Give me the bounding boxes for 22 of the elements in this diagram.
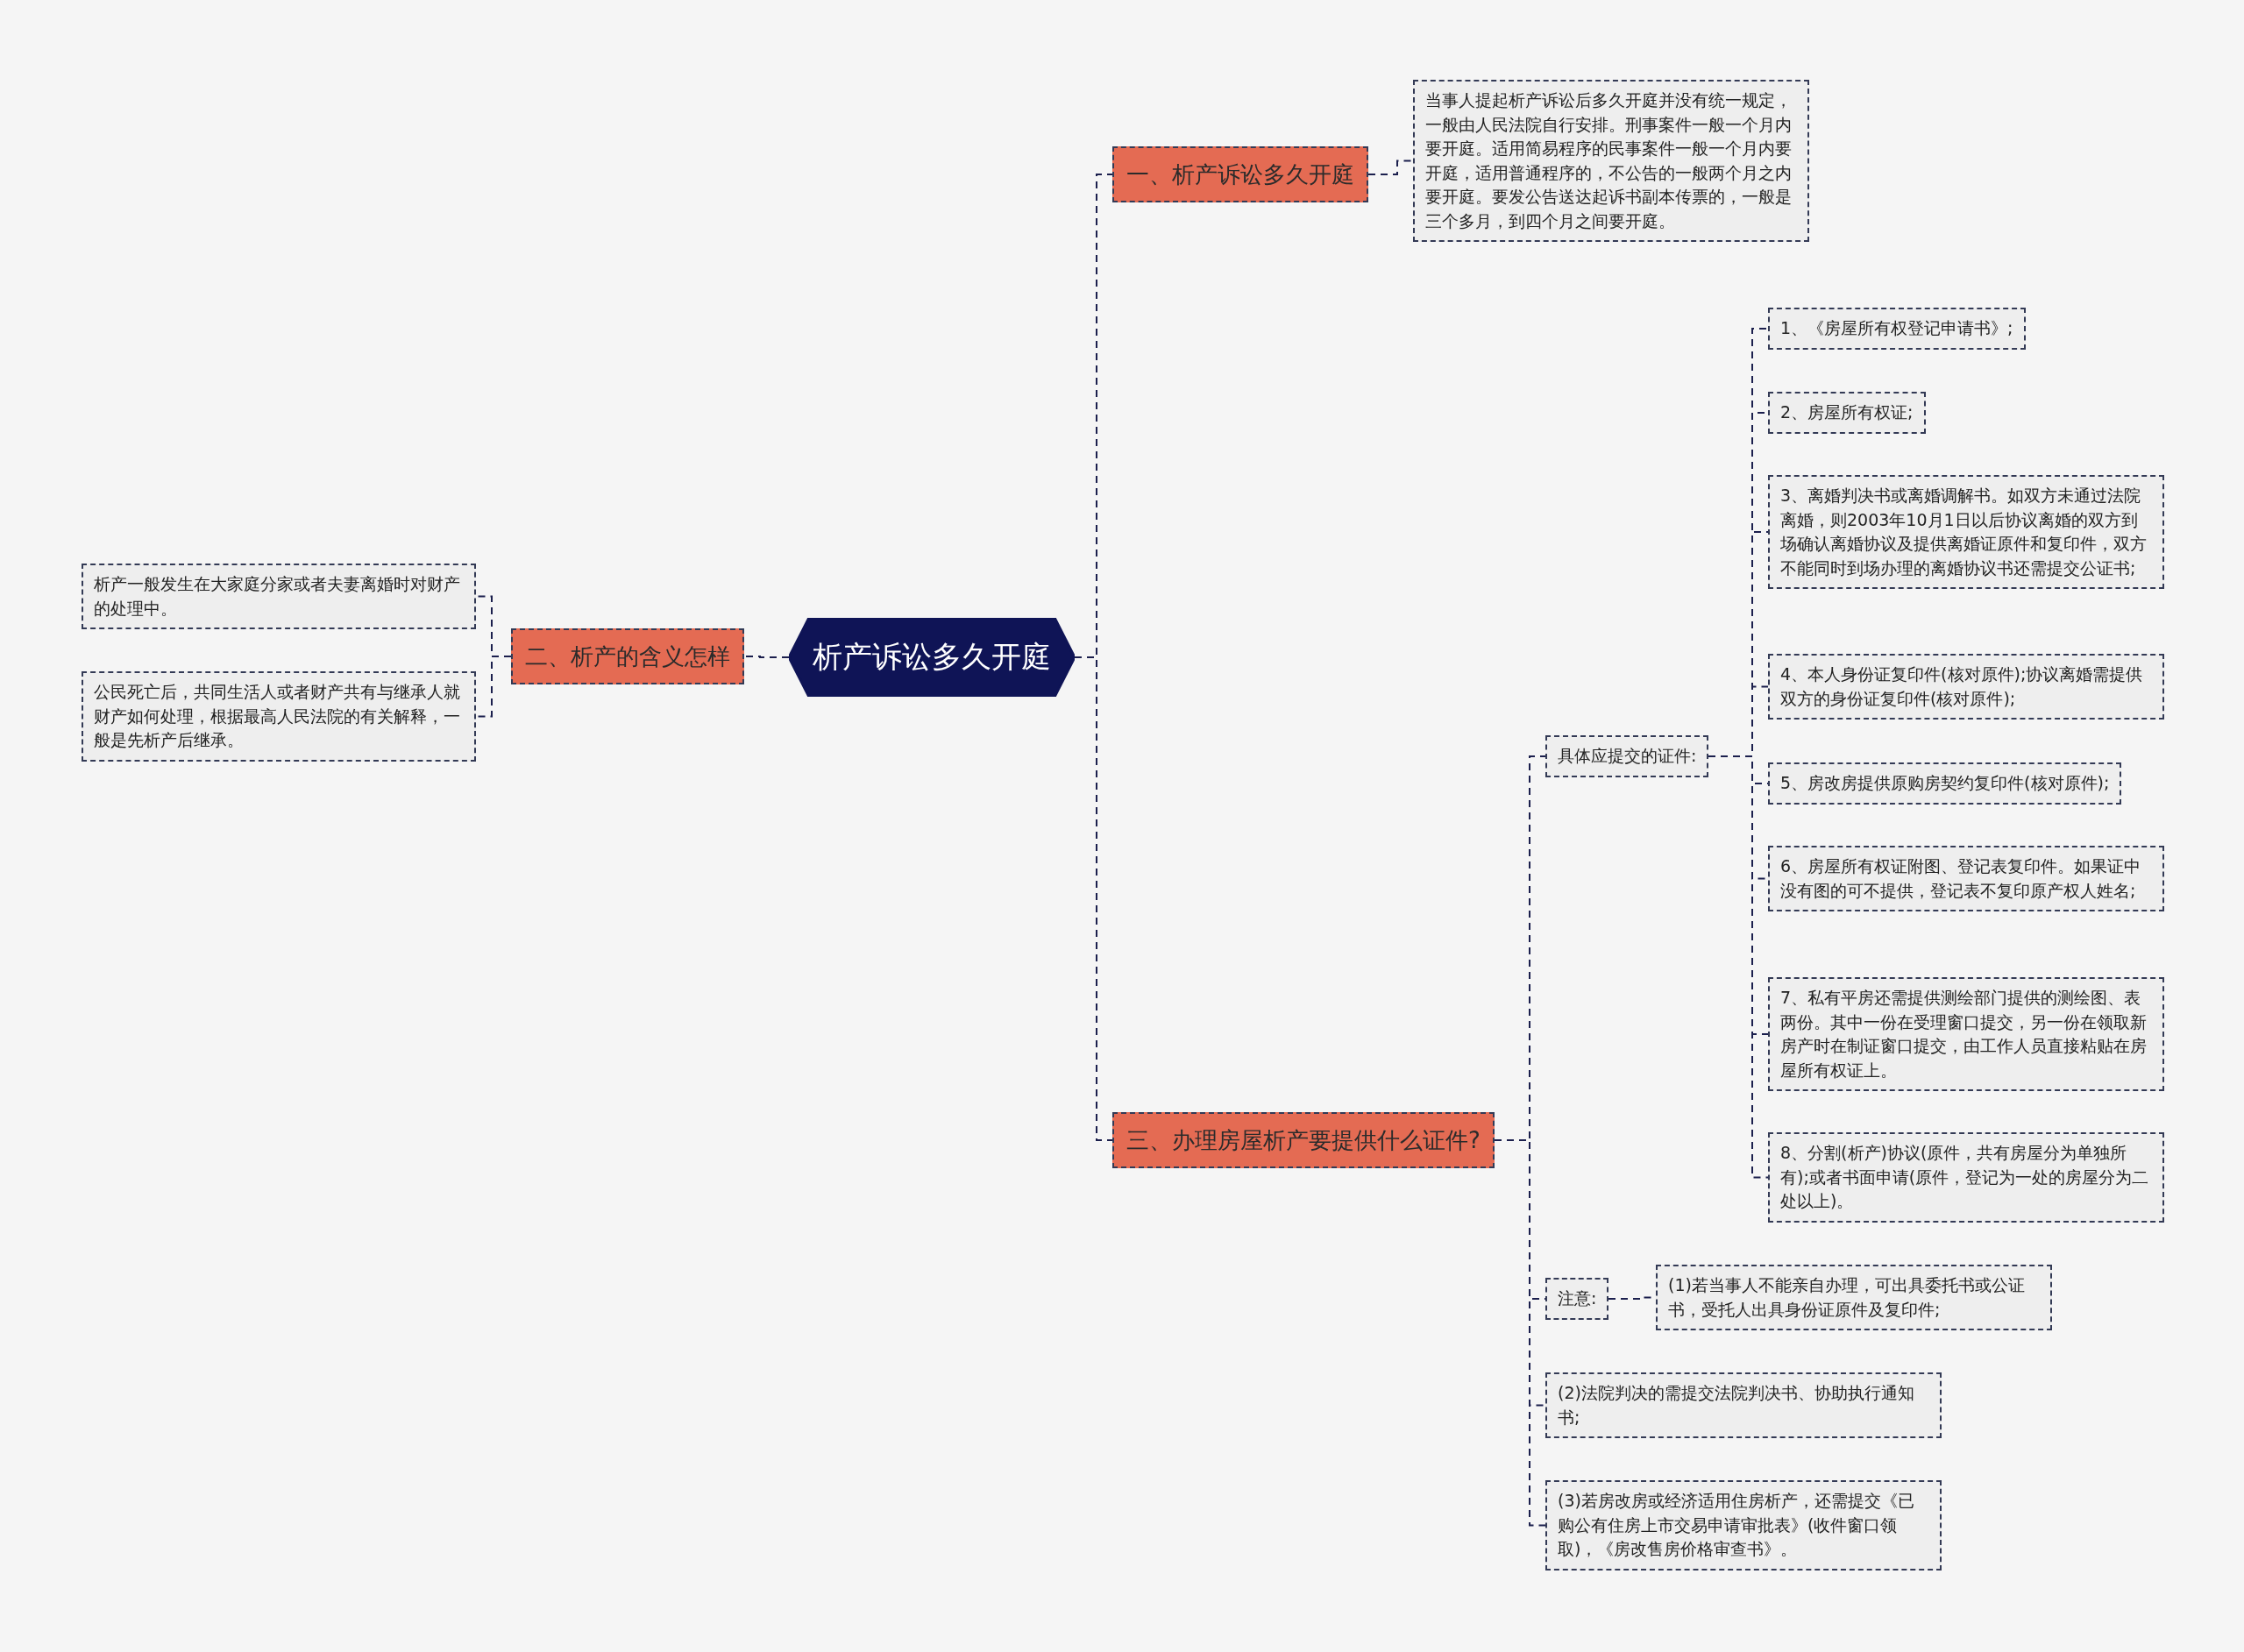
- text-card: 6、房屋所有权证附图、登记表复印件。如果证中没有图的可不提供，登记表不复印原产权人姓名;: [1768, 846, 2164, 912]
- branch-topic: 二、析产的含义怎样: [511, 628, 744, 685]
- text-card: (1)若当事人不能亲自办理，可出具委托书或公证书，受托人出具身份证原件及复印件;: [1656, 1265, 2052, 1331]
- text-card: 4、本人身份证复印件(核对原件);协议离婚需提供双方的身份证复印件(核对原件);: [1768, 654, 2164, 720]
- text-card: 析产一般发生在大家庭分家或者夫妻离婚时对财产的处理中。: [82, 564, 476, 630]
- text-card: 3、离婚判决书或离婚调解书。如双方未通过法院离婚，则2003年10月1日以后协议离婚的双方到场确认离婚协议及提供离婚证原件和复印件，双方不能同时到场办理的离婚协议书还需提交公证书;: [1768, 475, 2164, 590]
- text-card: 注意:: [1545, 1278, 1609, 1320]
- text-card: 7、私有平房还需提供测绘部门提供的测绘图、表两份。其中一份在受理窗口提交，另一份在领取新房产时在制证窗口提交，由工作人员直接粘贴在房屋所有权证上。: [1768, 977, 2164, 1092]
- branch-topic: 一、析产诉讼多久开庭: [1112, 146, 1368, 203]
- branch-topic: 三、办理房屋析产要提供什么证件?: [1112, 1112, 1495, 1169]
- connector-line: [1367, 160, 1414, 175]
- text-card: 具体应提交的证件:: [1545, 735, 1709, 777]
- text-card: 公民死亡后，共同生活人或者财产共有与继承人就财产如何处理，根据最高人民法院的有关解释，一般是先析产后继承。: [82, 671, 476, 762]
- text-card: 1、《房屋所有权登记申请书》;: [1768, 308, 2026, 350]
- text-card: 8、分割(析产)协议(原件，共有房屋分为单独所有);或者书面申请(原件，登记为一处的房屋分为二处以上)。: [1768, 1132, 2164, 1223]
- text-card: 当事人提起析产诉讼后多久开庭并没有统一规定，一般由人民法院自行安排。刑事案件一般一个月内要开庭。适用简易程序的民事案件一般一个月内要开庭，适用普通程序的，不公告的一般两个月之内要开庭。要发公告送达起诉书副本传票的，一般是三个多月，到四个月之间要开庭。: [1413, 80, 1809, 243]
- central-topic: 析产诉讼多久开庭: [789, 618, 1075, 697]
- text-card: (2)法院判决的需提交法院判决书、协助执行通知书;: [1545, 1372, 1942, 1439]
- text-card: 5、房改房提供原购房契约复印件(核对原件);: [1768, 762, 2122, 805]
- text-card: 2、房屋所有权证;: [1768, 392, 1926, 434]
- connector-line: [743, 656, 790, 658]
- text-card: (3)若房改房或经济适用住房析产，还需提交《已购公有住房上市交易申请审批表》(收件窗口领取)，《房改售房价格审查书》。: [1545, 1480, 1942, 1570]
